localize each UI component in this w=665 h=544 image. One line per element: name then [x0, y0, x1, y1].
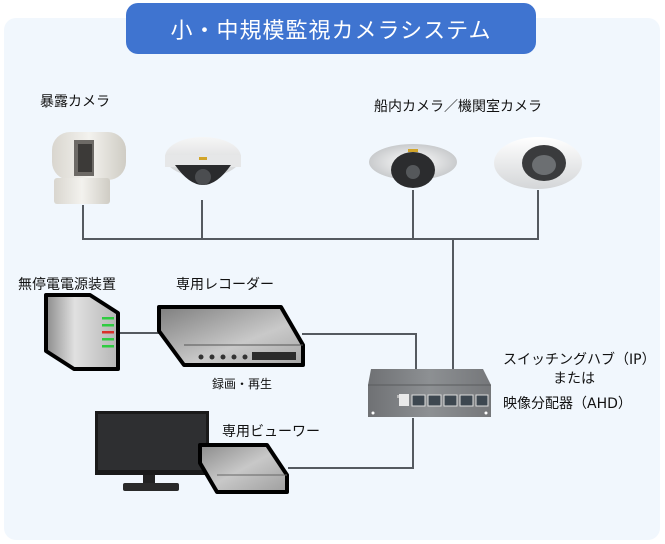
- ups-led-indicator: [102, 324, 114, 327]
- wire-hub-viewer: [288, 418, 414, 469]
- ups-led-indicator: [102, 317, 114, 320]
- outdoor-ptz-camera-icon: [52, 132, 126, 204]
- wire-camera-bus: [82, 205, 539, 240]
- dome-camera-icon: [165, 137, 241, 185]
- monitor-icon: [95, 411, 209, 491]
- ups-device-icon: [44, 293, 120, 371]
- recorder-device-icon: [157, 305, 305, 367]
- viewer-label: 専用ビューワー: [222, 424, 320, 440]
- diagram-title: 小・中規模監視カメラシステム: [126, 3, 536, 54]
- onboard-camera-label: 船内カメラ／機関室カメラ: [374, 99, 542, 115]
- recorder-caption: 録画・再生: [212, 377, 273, 391]
- engine-room-camera-icon: [494, 137, 582, 189]
- hub-label-line2: または: [553, 371, 595, 387]
- ups-led-indicator: [102, 338, 114, 341]
- recorder-label: 専用レコーダー: [176, 277, 274, 293]
- ups-led-indicator: [102, 331, 114, 334]
- switching-hub-icon: [368, 369, 491, 417]
- onboard-camera-icon: [369, 144, 457, 188]
- hub-label-line1: スイッチングハブ（IP）: [503, 352, 656, 368]
- viewer-device-icon: [198, 443, 289, 494]
- outdoor-camera-label: 暴露カメラ: [40, 94, 110, 110]
- ups-label: 無停電電源装置: [18, 277, 116, 293]
- ups-led-indicator: [102, 345, 114, 348]
- hub-label-line3: 映像分配器（AHD）: [503, 396, 632, 412]
- wire-recorder-hub: [302, 333, 417, 370]
